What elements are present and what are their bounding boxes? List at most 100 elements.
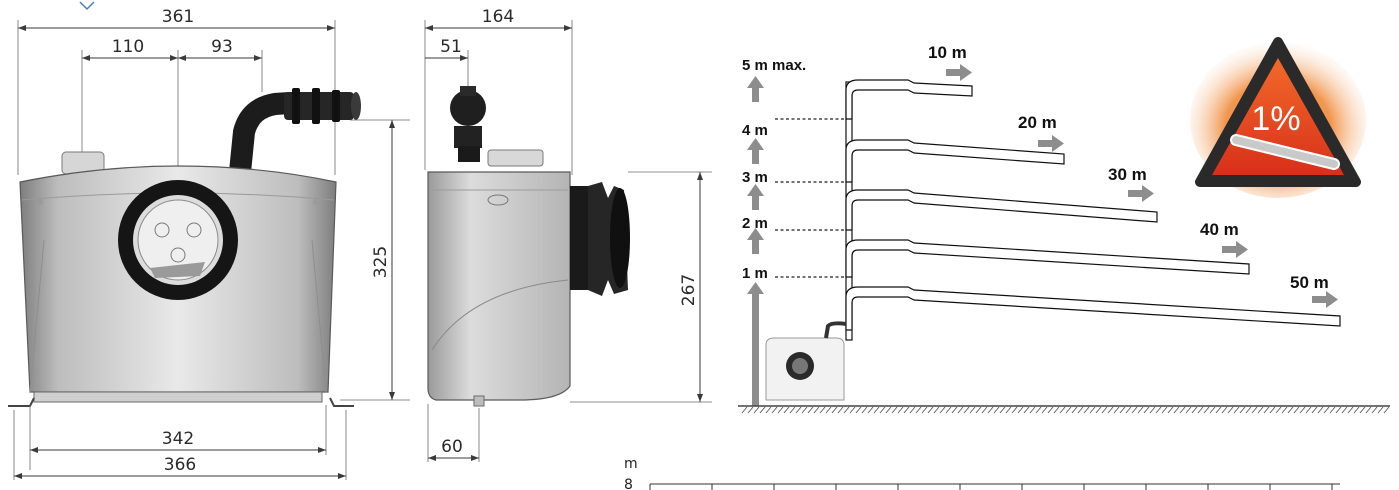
- hatch-line: [1365, 406, 1372, 414]
- hatch-line: [783, 406, 790, 414]
- hatch-line: [1113, 406, 1120, 414]
- height-label-3m: 3 m: [742, 169, 768, 186]
- hatch-line: [1215, 406, 1222, 414]
- hatch-line: [831, 406, 838, 414]
- hatch-line: [753, 406, 760, 414]
- dim-feet-width: 366: [164, 455, 196, 475]
- hatch-line: [1377, 406, 1384, 414]
- hatch-line: [1359, 406, 1366, 414]
- hatch-line: [1125, 406, 1132, 414]
- hatch-line: [837, 406, 844, 414]
- hatch-line: [879, 406, 886, 414]
- pump-unit-icon: [765, 321, 847, 401]
- hatch-line: [747, 406, 754, 414]
- distance-label-50m: 50 m: [1290, 273, 1329, 292]
- hatch-line: [813, 406, 820, 414]
- hatch-line: [957, 406, 964, 414]
- dim-inlet-height: 267: [679, 274, 699, 306]
- hatch-line: [801, 406, 808, 414]
- hatch-line: [771, 406, 778, 414]
- hatch-line: [1059, 406, 1066, 414]
- hatch-line: [975, 406, 982, 414]
- hatch-line: [807, 406, 814, 414]
- hatch-line: [843, 406, 850, 414]
- hatch-line: [1167, 406, 1174, 414]
- hatch-line: [759, 406, 766, 414]
- axis-unit: m: [624, 456, 638, 472]
- distance-label-10m: 10 m: [928, 43, 967, 62]
- hatch-line: [1095, 406, 1102, 414]
- pumping-diagram: 5 m max. 4 m 3 m 2 m 1 m 10 m 20 m 30 m …: [738, 37, 1390, 414]
- height-label-2m: 2 m: [742, 215, 768, 232]
- hatch-line: [1071, 406, 1078, 414]
- hatch-line: [999, 406, 1006, 414]
- ground-hatch: [741, 406, 1390, 414]
- hatch-line: [1371, 406, 1378, 414]
- hatch-line: [1221, 406, 1228, 414]
- hatch-line: [1131, 406, 1138, 414]
- hatch-line: [855, 406, 862, 414]
- height-label-1m: 1 m: [742, 265, 768, 282]
- hatch-line: [1311, 406, 1318, 414]
- hatch-line: [987, 406, 994, 414]
- hatch-line: [1011, 406, 1018, 414]
- hatch-line: [933, 406, 940, 414]
- hatch-line: [1197, 406, 1204, 414]
- height-label-5m: 5 m max.: [742, 57, 806, 74]
- hatch-line: [1191, 406, 1198, 414]
- hatch-line: [897, 406, 904, 414]
- hatch-line: [1209, 406, 1216, 414]
- hatch-line: [789, 406, 796, 414]
- hatch-line: [1107, 406, 1114, 414]
- hatch-line: [1275, 406, 1282, 414]
- hatch-line: [825, 406, 832, 414]
- hatch-line: [1281, 406, 1288, 414]
- hatch-line: [1293, 406, 1300, 414]
- hatch-line: [1029, 406, 1036, 414]
- dim-overall-width: 361: [162, 7, 194, 27]
- hatch-line: [903, 406, 910, 414]
- hatch-line: [1089, 406, 1096, 414]
- dim-depth: 164: [482, 7, 514, 27]
- hatch-line: [1101, 406, 1108, 414]
- hatch-line: [951, 406, 958, 414]
- hatch-line: [1143, 406, 1150, 414]
- hatch-line: [1005, 406, 1012, 414]
- hatch-line: [1353, 406, 1360, 414]
- hatch-line: [1155, 406, 1162, 414]
- hatch-line: [1323, 406, 1330, 414]
- hatch-line: [909, 406, 916, 414]
- hatch-line: [969, 406, 976, 414]
- hatch-line: [1179, 406, 1186, 414]
- hatch-line: [1173, 406, 1180, 414]
- hatch-line: [1137, 406, 1144, 414]
- hatch-line: [861, 406, 868, 414]
- hatch-line: [1251, 406, 1258, 414]
- hatch-line: [981, 406, 988, 414]
- hatch-line: [1233, 406, 1240, 414]
- hatch-line: [849, 406, 856, 414]
- dim-base-width: 342: [162, 429, 194, 449]
- hatch-line: [1119, 406, 1126, 414]
- height-label-4m: 4 m: [742, 122, 768, 139]
- hatch-line: [1185, 406, 1192, 414]
- hatch-line: [1227, 406, 1234, 414]
- chart-fragment: m 8: [624, 456, 1340, 490]
- hatch-line: [1203, 406, 1210, 414]
- hatch-line: [1329, 406, 1336, 414]
- side-view: 164 51 267 60: [424, 7, 712, 462]
- axis-ticks: [649, 484, 1333, 490]
- hatch-line: [1257, 406, 1264, 414]
- hatch-line: [945, 406, 952, 414]
- hatch-line: [885, 406, 892, 414]
- hatch-line: [939, 406, 946, 414]
- distance-label-40m: 40 m: [1200, 220, 1239, 239]
- hatch-line: [777, 406, 784, 414]
- hatch-line: [927, 406, 934, 414]
- hatch-line: [1341, 406, 1348, 414]
- hatch-line: [1035, 406, 1042, 414]
- dim-outlet-offset: 93: [211, 37, 233, 57]
- hatch-line: [1047, 406, 1054, 414]
- hatch-line: [1263, 406, 1270, 414]
- hatch-line: [1239, 406, 1246, 414]
